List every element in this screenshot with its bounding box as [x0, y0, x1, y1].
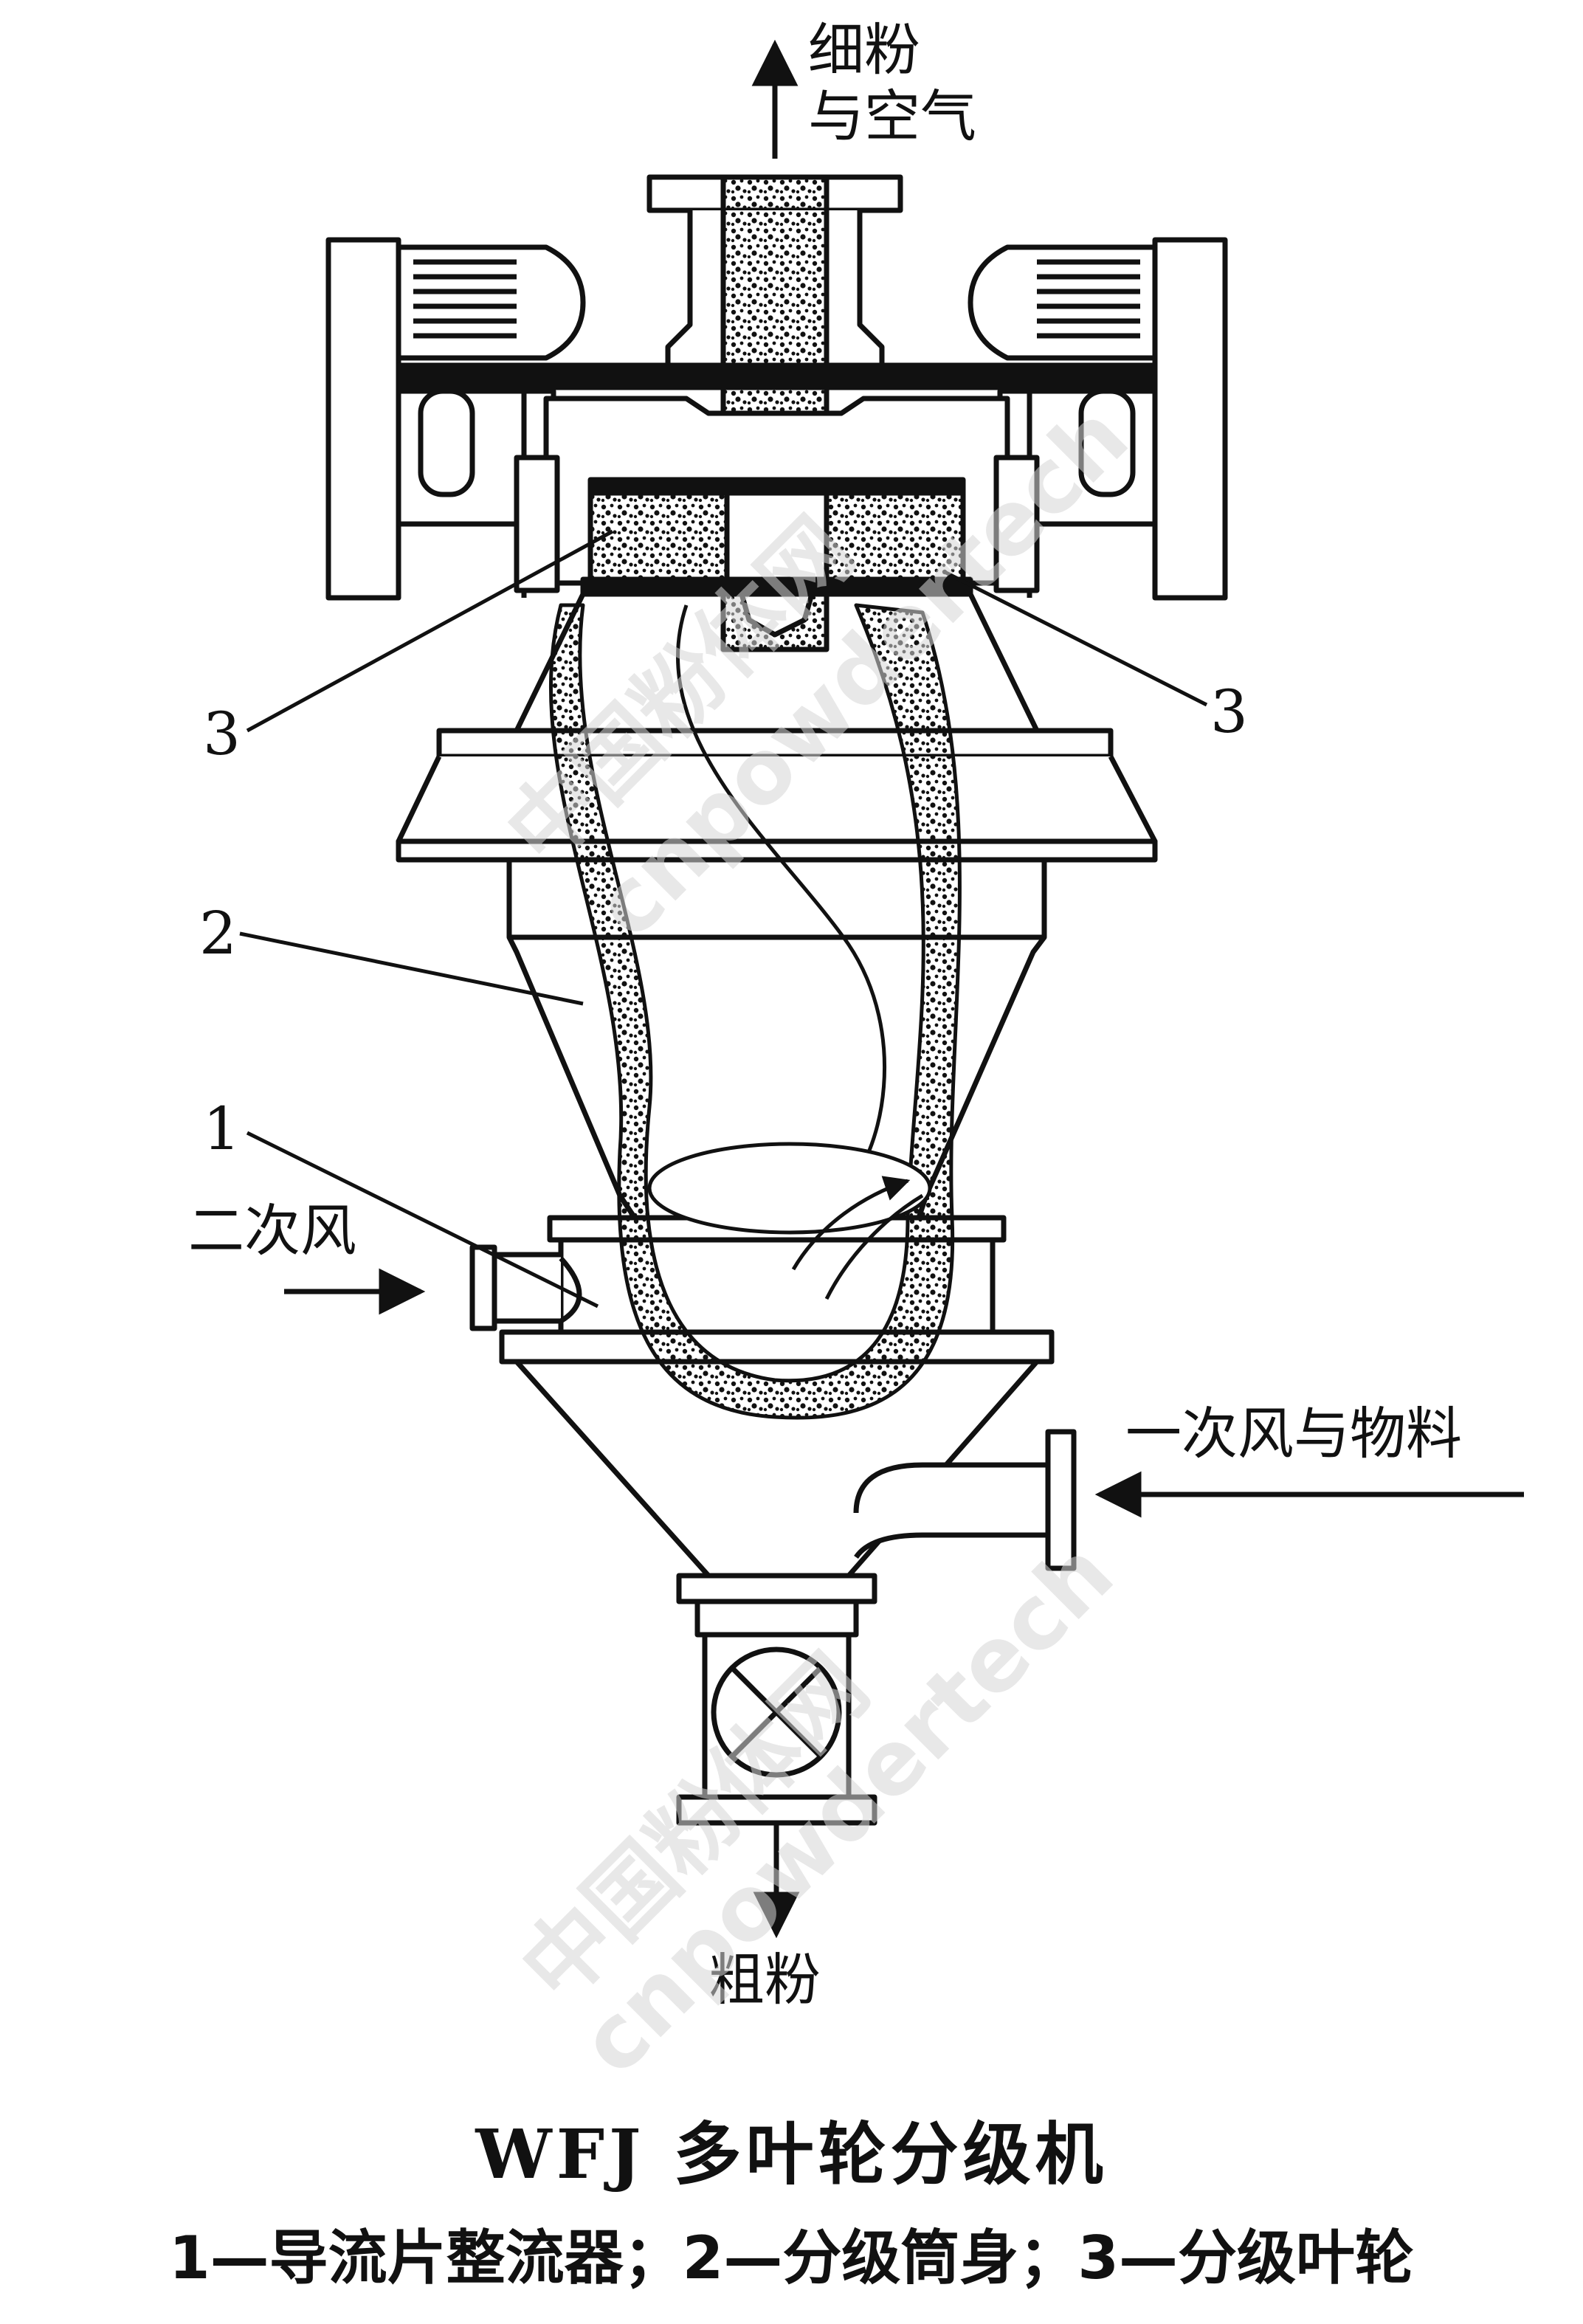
leader-1 [246, 1131, 599, 1308]
leader-3-left [246, 529, 614, 733]
figure-legend: 1—导流片整流器；2—分级筒身；3—分级叶轮 [169, 2224, 1414, 2292]
callout-3-right: 3 [1210, 677, 1248, 746]
hub-cone [739, 591, 815, 638]
guide-vane-rectifier [469, 1215, 1055, 1365]
fine-powder-label-2: 与空气 [808, 83, 976, 149]
wheel-top-plate [587, 477, 966, 496]
callout-2: 2 [199, 899, 237, 968]
powder-flow [549, 603, 962, 1420]
drive-plate [396, 362, 1158, 390]
primary-air-inlet [853, 1429, 1077, 1571]
callout-1: 1 [203, 1094, 241, 1163]
coarse-powder-label: 粗粉 [708, 1947, 821, 2013]
callout-3-left: 3 [203, 700, 241, 768]
leader-3-right [943, 570, 1208, 707]
fine-powder-label-1: 细粉 [808, 17, 920, 83]
secondary-air-label: 二次风 [188, 1198, 356, 1263]
bottom-discharge [676, 1573, 877, 1826]
right-motor [968, 237, 1228, 601]
figure-title: WFJ 多叶轮分级机 [475, 2114, 1108, 2194]
primary-air-material-label: 一次风与物料 [1125, 1401, 1462, 1466]
leader-2 [239, 931, 584, 1006]
left-motor [325, 237, 586, 601]
